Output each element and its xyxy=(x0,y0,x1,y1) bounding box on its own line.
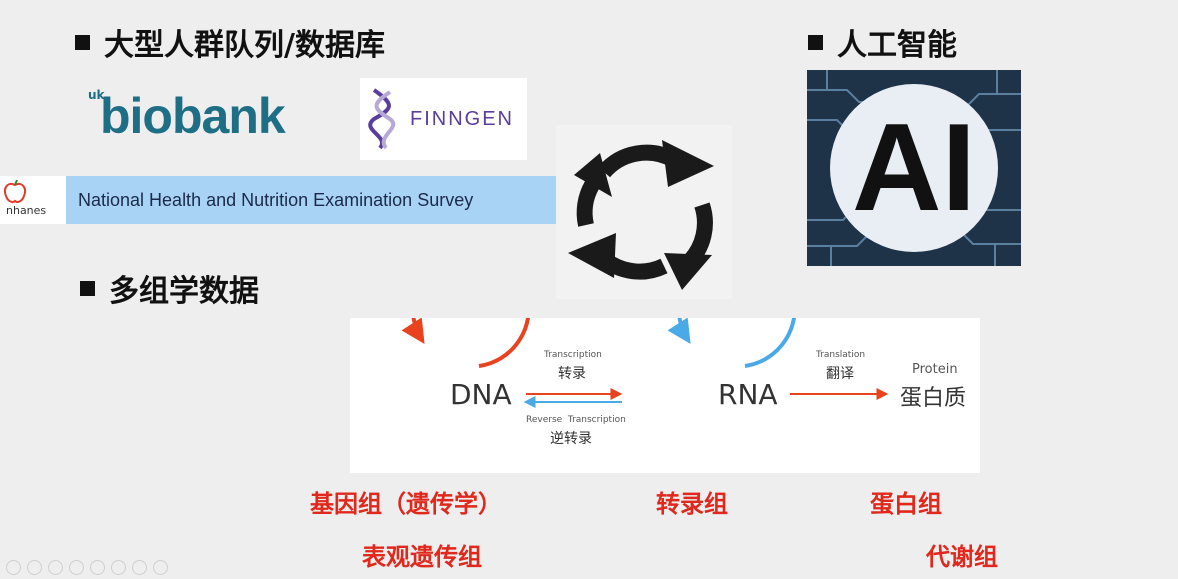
finngen-wordmark: FINNGEN xyxy=(410,108,514,130)
reverse-transcription-en: Reverse Transcription xyxy=(526,415,626,425)
section-ai-heading: 人工智能 xyxy=(808,20,957,64)
slide-toolbar xyxy=(6,560,168,575)
copy-icon[interactable] xyxy=(69,560,84,575)
protein-en: Protein xyxy=(912,362,958,377)
bullet-square-icon xyxy=(808,34,823,50)
zoom-icon[interactable] xyxy=(90,560,105,575)
transcription-cn: 转录 xyxy=(558,366,586,382)
section-omics-title: 多组学数据 xyxy=(109,274,259,309)
proteome-label: 蛋白组 xyxy=(870,489,942,518)
section-ai-title: 人工智能 xyxy=(837,28,957,63)
grid-icon[interactable] xyxy=(111,560,126,575)
biobank-prefix: uk xyxy=(88,88,105,102)
pen-icon[interactable] xyxy=(48,560,63,575)
epigenome-label: 表观遗传组 xyxy=(362,542,482,571)
nhanes-banner: nhanes National Health and Nutrition Exa… xyxy=(0,176,557,224)
next-slide-icon[interactable] xyxy=(27,560,42,575)
transcriptome-label: 转录组 xyxy=(656,489,728,518)
central-dogma-diagram: DNA RNA Transcription 转录 Reverse Transcr… xyxy=(350,318,980,473)
bullet-square-icon xyxy=(80,280,95,296)
reverse-transcription-cn: 逆转录 xyxy=(550,431,592,447)
translation-en: Translation xyxy=(816,350,866,360)
translation-cn: 翻译 xyxy=(826,366,854,382)
ai-image: AI xyxy=(807,70,1021,266)
more-icon[interactable] xyxy=(153,560,168,575)
apple-icon xyxy=(4,179,26,203)
ai-image-text: AI xyxy=(852,99,976,237)
transcription-en: Transcription xyxy=(544,350,602,360)
previous-slide-icon[interactable] xyxy=(6,560,21,575)
subtitle-icon[interactable] xyxy=(132,560,147,575)
dna-cycle-arrow xyxy=(401,318,530,368)
dna-helix-icon xyxy=(368,88,396,150)
section-cohorts-title: 大型人群队列/数据库 xyxy=(104,28,385,63)
rna-label: RNA xyxy=(718,378,778,411)
cycle-arrows xyxy=(556,125,732,299)
biobank-wordmark: biobank xyxy=(100,88,286,144)
circular-arrows-icon xyxy=(568,140,714,290)
section-omics-heading: 多组学数据 xyxy=(80,266,259,310)
nhanes-full-name: National Health and Nutrition Examinatio… xyxy=(78,190,474,210)
genome-label: 基因组（遗传学） xyxy=(310,489,502,518)
dna-label: DNA xyxy=(450,378,512,411)
nhanes-band xyxy=(66,176,557,224)
finngen-logo: FINNGEN xyxy=(360,78,527,160)
metabolome-label: 代谢组 xyxy=(926,542,998,571)
rna-cycle-arrow xyxy=(667,318,796,368)
nhanes-short: nhanes xyxy=(6,204,47,217)
bullet-square-icon xyxy=(75,34,90,50)
uk-biobank-logo: uk biobank xyxy=(86,86,336,146)
section-cohorts-heading: 大型人群队列/数据库 xyxy=(75,20,385,64)
dogma-arrows xyxy=(401,318,889,408)
protein-cn: 蛋白质 xyxy=(900,386,967,411)
circuit-board-icon xyxy=(807,70,1021,266)
